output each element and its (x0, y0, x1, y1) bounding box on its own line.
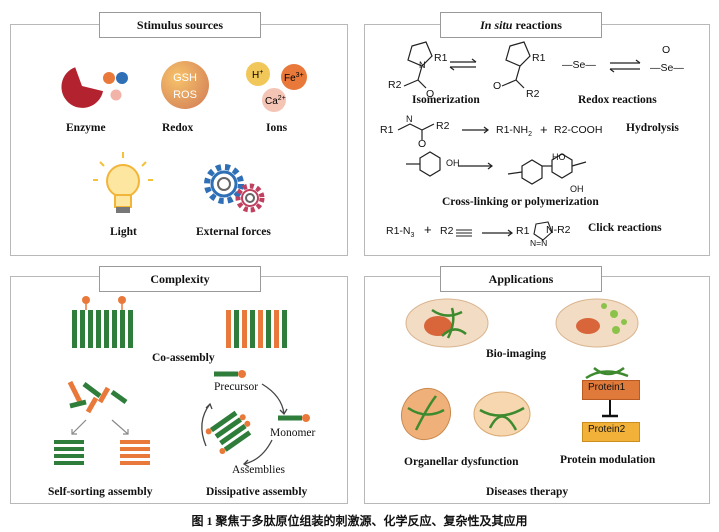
protein1-box (582, 380, 640, 400)
assemblies-label: Assemblies (232, 464, 286, 476)
selenide: —Se— (562, 59, 596, 71)
hydrolysis-label: Hydrolysis (626, 122, 679, 134)
gears-icon (204, 164, 265, 213)
ros-text: ROS (173, 89, 197, 101)
alkyne: R2 (440, 225, 454, 237)
selfsorting-diagram (54, 380, 150, 465)
isomerization-label: Isomerization (412, 94, 480, 106)
click-label: Click reactions (588, 222, 662, 234)
bioimaging-label: Bio-imaging (486, 348, 547, 360)
dissipative-label: Dissipative assembly (206, 486, 308, 498)
protein1-label: Protein1 (588, 382, 626, 393)
protein-fibers (585, 366, 629, 380)
external-label: External forces (196, 226, 271, 238)
insitu-title: In situ reactions (440, 12, 602, 38)
cell-image-1 (405, 298, 489, 348)
amide-sketch (397, 123, 435, 140)
light-label: Light (110, 226, 137, 238)
redox-reactions-label: Redox reactions (578, 94, 657, 106)
hydrolysis-reactant: R1 (380, 124, 394, 136)
enzyme-label: Enzyme (66, 122, 106, 134)
amine-product: R1-NH2 (496, 124, 532, 139)
diseases-label: Diseases therapy (486, 486, 569, 498)
redox-icon: GSH ROS (161, 61, 209, 109)
h-ion: H (252, 70, 259, 81)
selfsorting-label: Self-sorting assembly (48, 486, 153, 498)
redox-reaction-arrows (609, 59, 641, 73)
svg-text:Fe3+: Fe3+ (284, 72, 304, 84)
monomer-label: Monomer (270, 427, 316, 439)
applications-title: Applications (440, 266, 602, 292)
ions-icon: H+ Fe3+ Ca2+ (246, 62, 307, 112)
svg-text:Ca2+: Ca2+ (265, 95, 286, 107)
precursor-label: Precursor (214, 381, 259, 393)
complexity-title: Complexity (99, 266, 261, 292)
organellar-label: Organellar dysfunction (404, 456, 519, 468)
lightbulb-icon (93, 152, 153, 213)
organelle-image-1 (400, 387, 452, 441)
crosslink-label: Cross-linking or polymerization (442, 196, 599, 208)
protein2-label: Protein2 (588, 424, 626, 435)
complexity-panel (10, 276, 348, 504)
protein2-box (582, 422, 640, 442)
coassembly-right (226, 310, 287, 348)
crosslink-scheme (406, 151, 587, 185)
redox-label: Redox (162, 122, 194, 134)
hydrolysis-arrow (462, 126, 489, 134)
gsh-text: GSH (173, 72, 197, 84)
ca-ion: Ca (265, 96, 278, 107)
selenoxide: —Se— (650, 62, 684, 74)
svg-text:H+: H+ (252, 69, 263, 81)
stimulus-title: Stimulus sources (99, 12, 261, 38)
click-arrow (456, 229, 513, 237)
dissipative-diagram (201, 370, 310, 468)
azide: R1-N3 (386, 225, 415, 240)
acid-product: R2-COOH (554, 124, 603, 136)
organelle-image-2 (473, 391, 531, 437)
ions-label: Ions (266, 122, 288, 134)
figure-caption: 图 1 聚焦于多肽原位组装的刺激源、化学反应、复杂性及其应用 (191, 514, 528, 528)
protein-mod-label: Protein modulation (560, 454, 656, 466)
isomerization-scheme (403, 41, 531, 89)
coassembly-label: Co-assembly (152, 352, 215, 364)
triazole-ring (533, 221, 553, 241)
inhibition-symbol (602, 400, 618, 418)
cell-image-2 (555, 298, 639, 348)
fe-ion: Fe (284, 73, 296, 84)
enzyme-icon (61, 67, 128, 108)
coassembly-left (72, 296, 133, 348)
